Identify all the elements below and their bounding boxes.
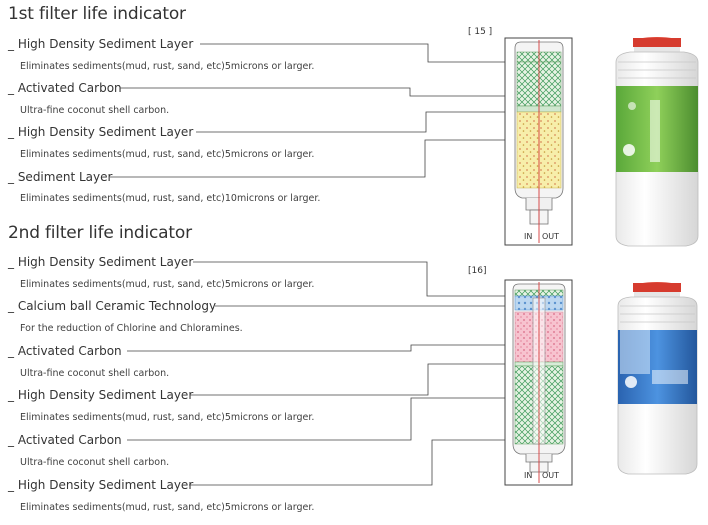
s2-layer-2-name: _ Calcium ball Ceramic Technology [8, 299, 217, 313]
s2-leader-lines [127, 261, 513, 486]
s1-layer-2-name: _ Activated Carbon [8, 81, 122, 95]
s2-layer-3-desc: Ultra-fine coconut shell carbon. [20, 368, 170, 379]
s2-layer-4-name: _ High Density Sediment Layer [8, 388, 194, 402]
cartridge-1-cutaway [504, 37, 573, 246]
s1-layer-1-desc: Eliminates sediments(mud, rust, sand, et… [20, 61, 315, 72]
cartridge-1-tag: [ 15 ] [468, 27, 493, 37]
s2-layer-5-name: _ Activated Carbon [8, 433, 122, 447]
cartridge-2-tag: [16] [468, 266, 487, 276]
cartridge-1-out-label: OUT [542, 232, 559, 241]
s2-layer-3-name: _ Activated Carbon [8, 344, 122, 358]
s2-layer-1-name: _ High Density Sediment Layer [8, 255, 194, 269]
s1-layer-1-name: _ High Density Sediment Layer [8, 37, 194, 51]
cartridge-2-cutaway [504, 279, 573, 486]
filter-2-product-photo [617, 282, 698, 475]
cartridge-2-out-label: OUT [542, 471, 559, 480]
cartridge-2-in-label: IN [524, 471, 532, 480]
s1-layer-4-name: _ Sediment Layer [8, 170, 113, 184]
s2-layer-2-desc: For the reduction of Chlorine and Chlora… [20, 323, 243, 334]
s1-leader-lines [110, 43, 513, 178]
s2-layer-1-desc: Eliminates sediments(mud, rust, sand, et… [20, 279, 315, 290]
s1-layer-3-name: _ High Density Sediment Layer [8, 125, 194, 139]
s1-layer-3-desc: Eliminates sediments(mud, rust, sand, et… [20, 149, 315, 160]
section-1-title: 1st filter life indicator [8, 4, 186, 24]
s1-layer-2-desc: Ultra-fine coconut shell carbon. [20, 105, 170, 116]
s2-layer-5-desc: Ultra-fine coconut shell carbon. [20, 457, 170, 468]
cartridge-1-in-label: IN [524, 232, 532, 241]
section-2-title: 2nd filter life indicator [8, 223, 192, 243]
s2-layer-6-desc: Eliminates sediments(mud, rust, sand, et… [20, 502, 315, 513]
filter-1-product-photo [615, 37, 699, 247]
s1-layer-4-desc: Eliminates sediments(mud, rust, sand, et… [20, 193, 321, 204]
s2-layer-6-name: _ High Density Sediment Layer [8, 478, 194, 492]
s2-layer-4-desc: Eliminates sediments(mud, rust, sand, et… [20, 412, 315, 423]
